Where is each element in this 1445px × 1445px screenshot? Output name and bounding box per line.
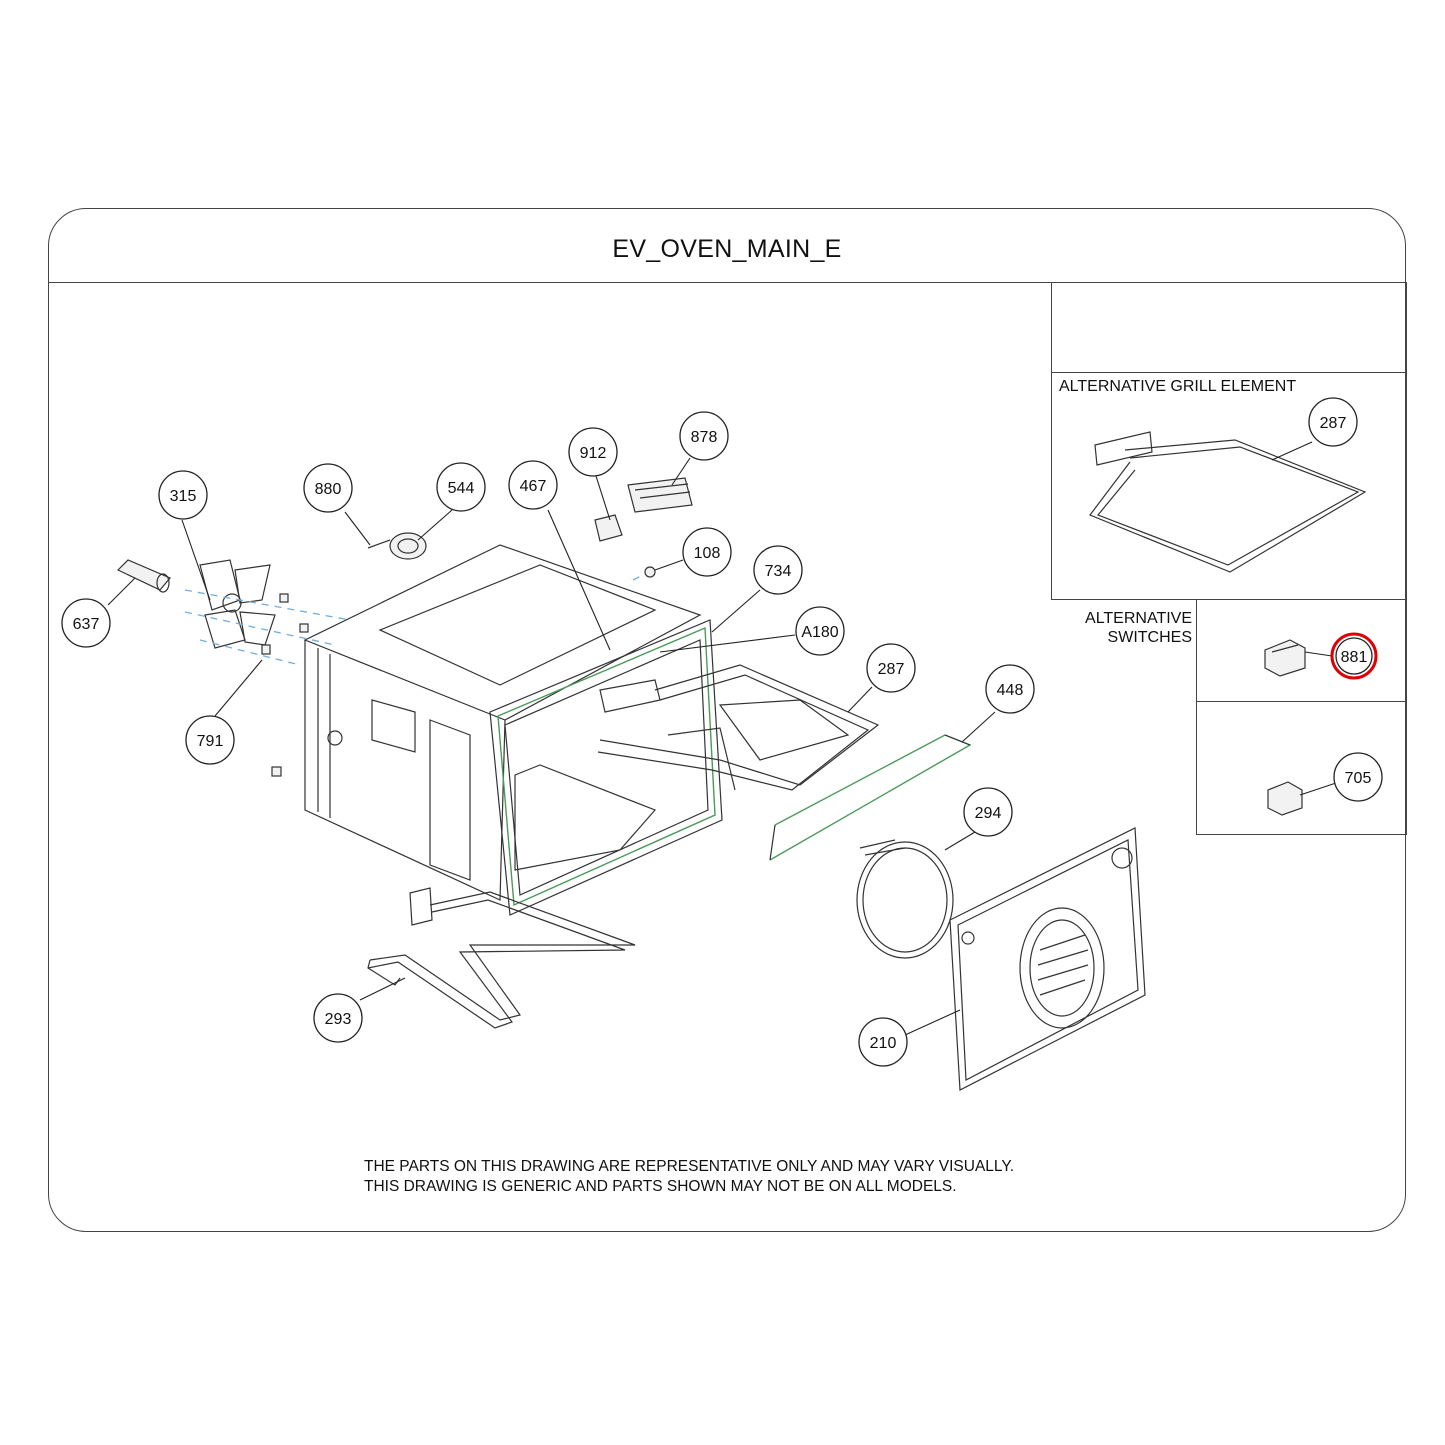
switches-inset-label-1: ALTERNATIVE [1085, 610, 1192, 627]
svg-text:791: 791 [197, 733, 224, 750]
leader-lines [107, 441, 1337, 1036]
svg-text:734: 734 [765, 563, 792, 580]
callout-315[interactable]: 315 [158, 470, 208, 520]
svg-text:210: 210 [870, 1035, 897, 1052]
alt-grill-element-drawing [1089, 431, 1367, 573]
svg-text:912: 912 [580, 445, 607, 462]
back-panel-drawing [949, 827, 1146, 1091]
diagram-title: EV_OVEN_MAIN_E [612, 235, 842, 263]
callout-210[interactable]: 210 [858, 1017, 908, 1067]
callout-287[interactable]: 287 [866, 643, 916, 693]
footer-disclaimer: THE PARTS ON THIS DRAWING ARE REPRESENTA… [364, 1157, 1014, 1197]
svg-text:878: 878 [691, 429, 718, 446]
terminal-block-drawing [594, 477, 693, 581]
callout-705[interactable]: 705 [1333, 752, 1383, 802]
title-bar: EV_OVEN_MAIN_E [49, 209, 1405, 283]
fan-motor-drawing [116, 559, 351, 777]
svg-text:108: 108 [694, 545, 721, 562]
svg-text:293: 293 [325, 1011, 352, 1028]
callout-544[interactable]: 544 [436, 462, 486, 512]
front-trim-drawing [769, 734, 972, 861]
svg-text:287: 287 [1320, 415, 1347, 432]
base-element-drawing [367, 887, 636, 1029]
alt-switch-881-drawing [1264, 639, 1306, 677]
footer-line-1: THE PARTS ON THIS DRAWING ARE REPRESENTA… [364, 1158, 1015, 1175]
callout-637[interactable]: 637 [61, 598, 111, 648]
callout-791[interactable]: 791 [185, 715, 235, 765]
switches-inset-label-2: SWITCHES [1107, 629, 1192, 646]
callout-467[interactable]: 467 [508, 460, 558, 510]
callout-A180[interactable]: A180 [795, 606, 845, 656]
svg-text:881: 881 [1341, 649, 1368, 666]
svg-text:315: 315 [170, 488, 197, 505]
oven-cavity-drawing [303, 544, 723, 916]
svg-text:544: 544 [448, 480, 475, 497]
diagram-frame: EV_OVEN_MAIN_E [48, 208, 1406, 1232]
inset-empty-box [1051, 282, 1407, 374]
callout-108[interactable]: 108 [682, 527, 732, 577]
svg-text:705: 705 [1345, 770, 1372, 787]
callout-912[interactable]: 912 [568, 427, 618, 477]
callout-881[interactable]: 881 [1335, 637, 1373, 675]
svg-text:467: 467 [520, 478, 547, 495]
callout-293[interactable]: 293 [313, 993, 363, 1043]
svg-text:448: 448 [997, 682, 1024, 699]
callout-294[interactable]: 294 [963, 787, 1013, 837]
footer-line-2: THIS DRAWING IS GENERIC AND PARTS SHOWN … [364, 1178, 957, 1195]
callout-878[interactable]: 878 [679, 411, 729, 461]
thermostat-drawing [367, 532, 427, 560]
highlight-ring [1330, 632, 1378, 680]
svg-text:A180: A180 [801, 624, 838, 641]
grill-inset-label: ALTERNATIVE GRILL ELEMENT [1059, 378, 1297, 395]
svg-text:287: 287 [878, 661, 905, 678]
svg-text:880: 880 [315, 481, 342, 498]
alt-switch-705-drawing [1267, 781, 1303, 816]
svg-text:294: 294 [975, 805, 1002, 822]
svg-text:637: 637 [73, 616, 100, 633]
grill-element-drawing [597, 664, 880, 791]
callout-880[interactable]: 880 [303, 463, 353, 513]
callout-287-inset[interactable]: 287 [1308, 397, 1358, 447]
callout-734[interactable]: 734 [753, 545, 803, 595]
callout-448[interactable]: 448 [985, 664, 1035, 714]
circular-element-drawing [856, 839, 954, 959]
inset-switch-705-box [1196, 701, 1407, 835]
